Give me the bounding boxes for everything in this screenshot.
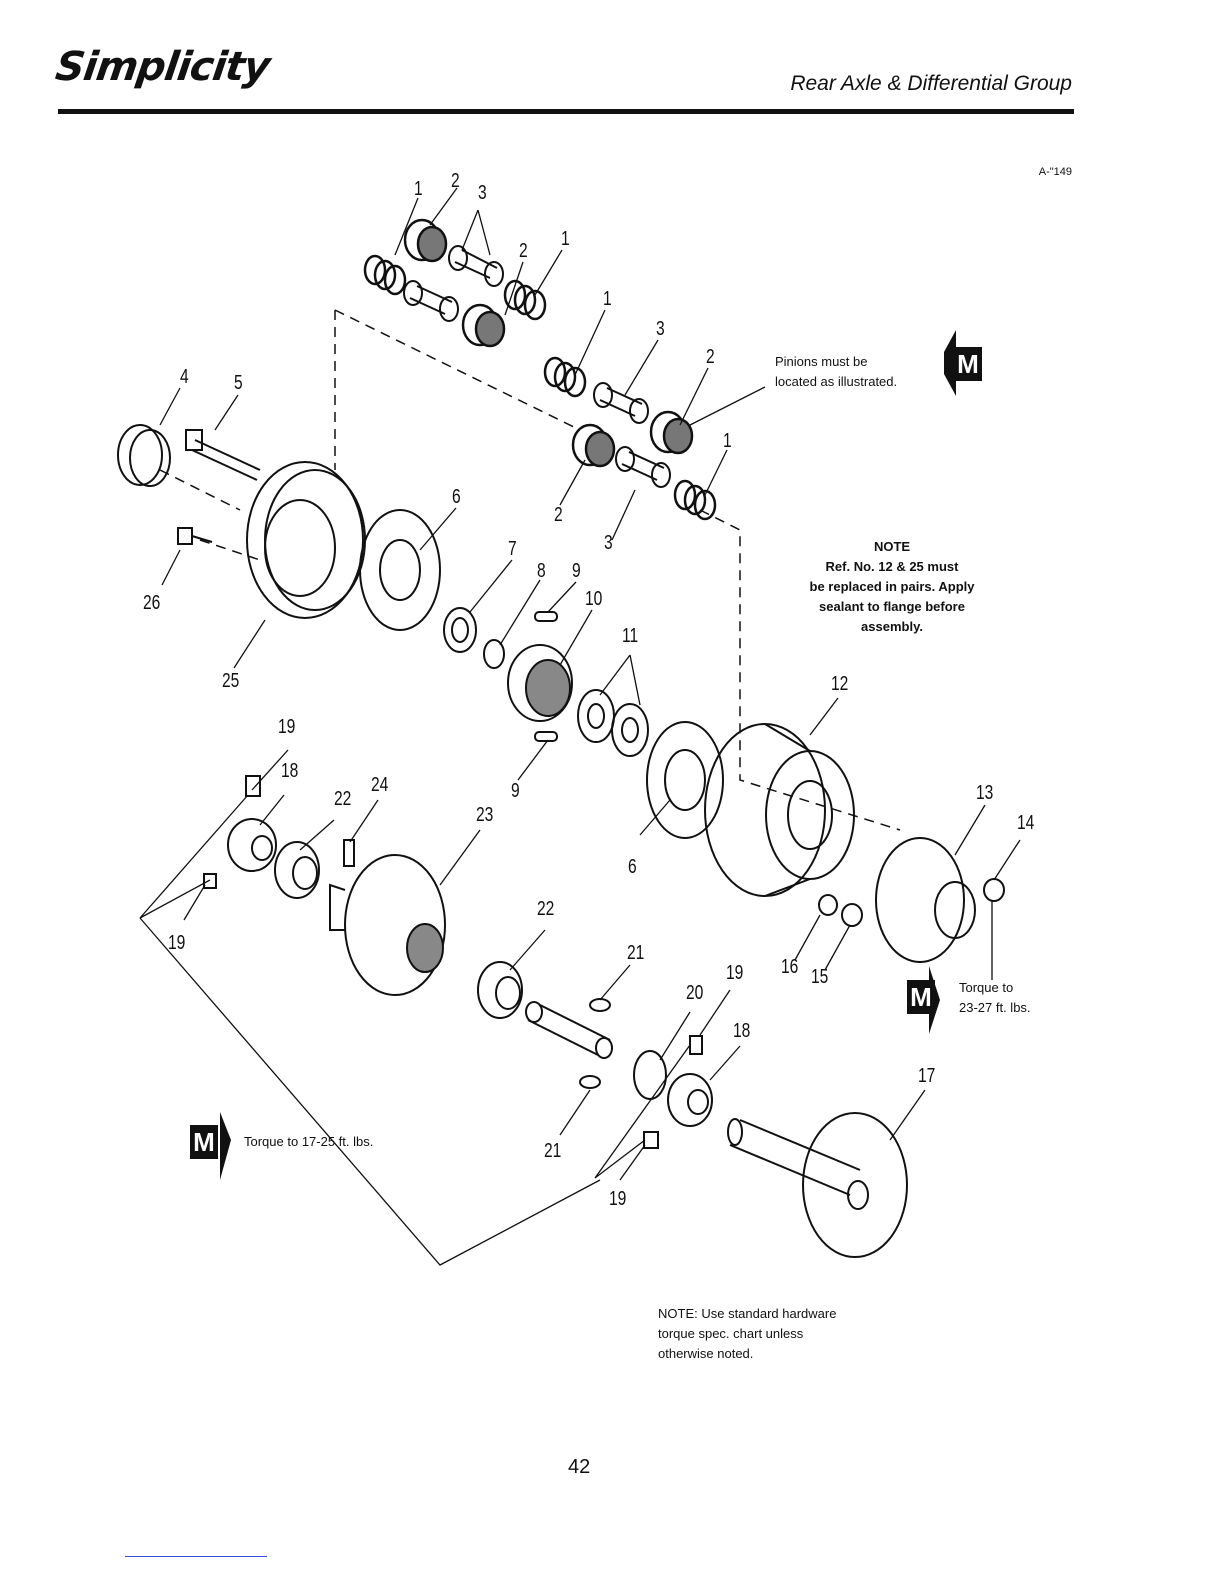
note-line: 23-27 ft. lbs. xyxy=(959,1000,1031,1015)
callout-21: 21 xyxy=(627,942,645,964)
axle-pin-part xyxy=(525,998,613,1089)
callout-1: 1 xyxy=(723,430,732,452)
header-rule xyxy=(58,109,1074,114)
footer-link-underline[interactable] xyxy=(125,1556,267,1557)
callout-9: 9 xyxy=(511,780,520,802)
pinion-gear-part xyxy=(403,218,694,468)
callout-7: 7 xyxy=(508,538,517,560)
spring-part xyxy=(363,254,717,521)
callout-22: 22 xyxy=(334,788,352,810)
callout-3: 3 xyxy=(478,182,487,204)
hardware-note: NOTE: Use standard hardware torque spec.… xyxy=(658,1304,836,1364)
leader-lines xyxy=(139,187,1021,1266)
callout-1: 1 xyxy=(561,228,570,250)
callout-18: 18 xyxy=(733,1020,751,1042)
callout-17: 17 xyxy=(918,1065,936,1087)
callout-4: 4 xyxy=(180,366,189,388)
callout-9: 9 xyxy=(572,560,581,582)
note-line: NOTE: Use standard hardware xyxy=(658,1306,837,1321)
note-line: sealant to flange before xyxy=(819,599,965,614)
pinions-note: Pinions must be located as illustrated. xyxy=(775,352,897,392)
callout-11: 11 xyxy=(622,625,639,647)
note-title: NOTE xyxy=(873,539,911,554)
torque-right-note: Torque to 23-27 ft. lbs. xyxy=(959,978,1031,1018)
callout-19: 19 xyxy=(278,716,296,738)
callout-15: 15 xyxy=(811,966,829,988)
callout-3: 3 xyxy=(604,532,613,554)
callout-19: 19 xyxy=(168,932,186,954)
note-line: otherwise noted. xyxy=(658,1346,754,1361)
callout-26: 26 xyxy=(143,592,161,614)
gasket-part xyxy=(359,509,724,839)
nut-part xyxy=(818,878,1005,927)
callout-2: 2 xyxy=(706,346,715,368)
washer-part xyxy=(443,607,649,757)
callout-6: 6 xyxy=(452,486,461,508)
note-line: torque spec. chart unless xyxy=(658,1326,804,1341)
replace-pairs-note: NOTE Ref. No. 12 & 25 must be replaced i… xyxy=(780,537,1004,637)
page-number: 42 xyxy=(568,1456,591,1478)
shaft-23-part xyxy=(329,854,446,996)
torque-left-note: Torque to 17-25 ft. lbs. xyxy=(244,1134,374,1149)
callout-25: 25 xyxy=(222,670,240,692)
figure-code: A-"149 xyxy=(1038,166,1072,178)
note-line: located as illustrated. xyxy=(775,374,898,389)
note-line: be replaced in pairs. Apply xyxy=(809,579,975,594)
callout-20: 20 xyxy=(686,982,704,1004)
maintenance-badge: M xyxy=(954,347,982,381)
callout-23: 23 xyxy=(476,804,494,826)
callout-18: 18 xyxy=(281,760,299,782)
axle-17-part xyxy=(727,1112,908,1258)
callout-1: 1 xyxy=(414,178,423,200)
note-line: Pinions must be xyxy=(775,354,868,369)
callout-19: 19 xyxy=(609,1188,627,1210)
collar-part xyxy=(227,818,713,1127)
callout-5: 5 xyxy=(234,372,243,394)
bushing-part xyxy=(403,245,671,488)
callout-14: 14 xyxy=(1017,812,1035,834)
callout-8: 8 xyxy=(537,560,546,582)
flange-25-part xyxy=(246,461,366,619)
hub-13-part xyxy=(875,837,976,963)
callout-24: 24 xyxy=(371,774,389,796)
callout-16: 16 xyxy=(781,956,799,978)
callout-22: 22 xyxy=(537,898,555,920)
callout-2: 2 xyxy=(554,504,563,526)
note-line: assembly. xyxy=(861,619,923,634)
callout-19: 19 xyxy=(726,962,744,984)
callout-13: 13 xyxy=(976,782,994,804)
assembly-dash-lines xyxy=(159,309,901,831)
bolt-part xyxy=(185,429,261,481)
callout-21: 21 xyxy=(544,1140,562,1162)
spur-gear-part xyxy=(507,644,573,722)
callout-6: 6 xyxy=(628,856,637,878)
pin-part xyxy=(534,611,558,742)
maintenance-badge: M xyxy=(907,980,935,1014)
maintenance-badge: M xyxy=(190,1125,218,1159)
cap-part xyxy=(117,424,171,487)
callout-2: 2 xyxy=(519,240,528,262)
note-line: Torque to xyxy=(959,980,1014,995)
housing-12-part xyxy=(704,723,855,897)
note-line: Ref. No. 12 & 25 must xyxy=(825,559,959,574)
callout-2: 2 xyxy=(451,170,460,192)
callout-1: 1 xyxy=(603,288,612,310)
callout-3: 3 xyxy=(656,318,665,340)
callout-12: 12 xyxy=(831,673,849,695)
bolt-26-part xyxy=(177,527,213,545)
section-title: Rear Axle & Differential Group xyxy=(790,72,1072,95)
callout-10: 10 xyxy=(585,588,603,610)
